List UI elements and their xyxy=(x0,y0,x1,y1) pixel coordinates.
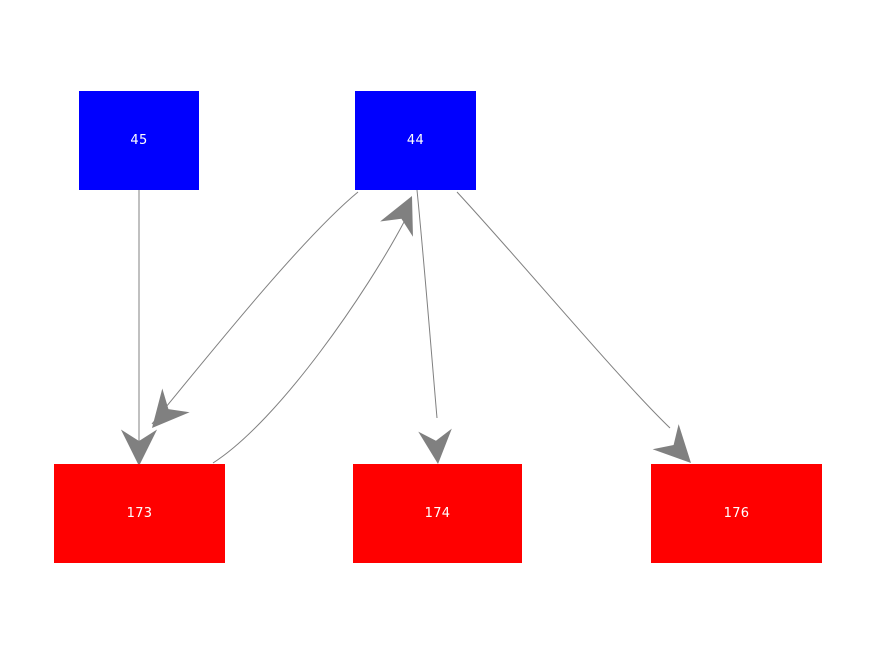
graph-node-174[interactable]: 174 xyxy=(353,464,522,563)
graph-node-44[interactable]: 44 xyxy=(355,91,476,190)
node-label: 45 xyxy=(130,133,148,148)
arrowhead-icon xyxy=(152,388,190,428)
graph-edge-44-to-173 xyxy=(151,191,359,425)
arrowhead-icon xyxy=(418,428,452,464)
graph-edge-44-to-174 xyxy=(416,189,438,419)
graph-node-45[interactable]: 45 xyxy=(79,91,199,190)
node-label: 174 xyxy=(424,506,451,521)
graph-node-173[interactable]: 173 xyxy=(54,464,225,563)
arrowhead-icon xyxy=(120,429,158,466)
graph-edge-173-to-44 xyxy=(212,221,405,464)
node-label: 176 xyxy=(723,506,750,521)
arrowhead-icon xyxy=(380,196,413,237)
graph-node-176[interactable]: 176 xyxy=(651,464,822,563)
node-label: 44 xyxy=(406,133,425,148)
node-label: 173 xyxy=(126,506,153,521)
graph-edge-44-to-176 xyxy=(456,191,671,429)
